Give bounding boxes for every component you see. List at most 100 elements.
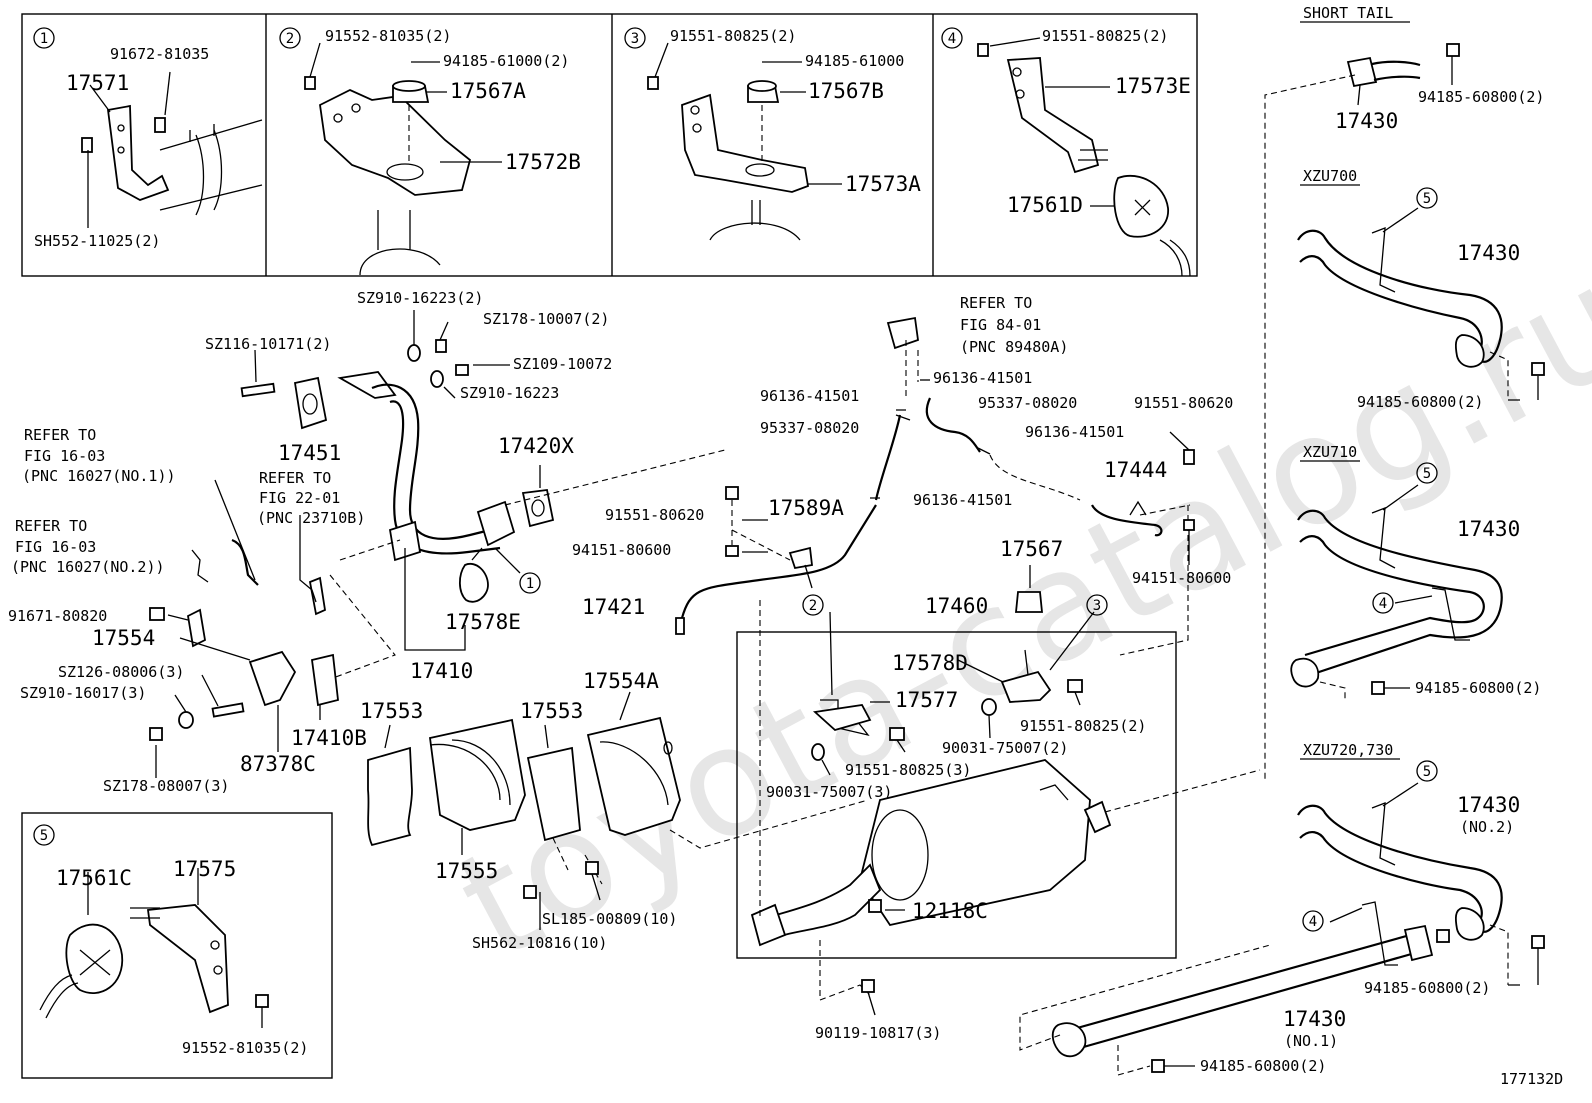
svg-text:2: 2 [286,31,294,47]
label-17561c: 17561C [56,866,132,890]
label-17553-left: 17553 [360,699,423,723]
label-sz109-10072: SZ109-10072 [513,355,612,373]
label-sz178-10007: SZ178-10007(2) [483,310,609,328]
label-17420x: 17420X [498,434,574,458]
label-17567b: 17567B [808,79,884,103]
label-12118c: 12118C [912,899,988,923]
label-17410: 17410 [410,659,473,683]
label-17430-no2: 17430 [1457,793,1520,817]
label-94185-60800-short: 94185-60800(2) [1418,88,1544,106]
label-96136-41501-d: 96136-41501 [913,491,1012,509]
label-17578d: 17578D [892,651,968,675]
label-sz126-08006: SZ126-08006(3) [58,663,184,681]
header-xzu710: XZU710 [1303,443,1357,461]
label-17553-right: 17553 [520,699,583,723]
label-90119-10817: 90119-10817(3) [815,1024,941,1042]
label-17577: 17577 [895,688,958,712]
tail-pipe-no1 [1019,901,1450,1076]
refer-fig16-1-line2: FIG 16-03 [24,447,105,465]
label-sl185-00809: SL185-00809(10) [542,910,677,928]
label-17410b: 17410B [291,726,367,750]
label-17555: 17555 [435,859,498,883]
label-91551-80620-right: 91551-80620 [1134,394,1233,412]
gasket-17420x [521,465,555,528]
svg-text:4: 4 [1309,914,1317,930]
refer-fig84-line2: FIG 84-01 [960,316,1041,334]
callout-5-xzu710: 5 [1416,462,1438,484]
sensors-left [191,479,326,616]
label-17554a: 17554A [583,669,659,693]
svg-text:3: 3 [1093,598,1101,614]
label-90031-75007-3: 90031-75007(3) [766,783,892,801]
label-sz910-16223-2: SZ910-16223(2) [357,289,483,307]
label-17573a: 17573A [845,172,921,196]
label-87378c: 87378C [240,752,316,776]
label-no1: (NO.1) [1284,1032,1338,1050]
label-91672-81035: 91672-81035 [110,45,209,63]
label-96136-41501-c: 96136-41501 [1025,423,1124,441]
label-94151-80600-right: 94151-80600 [1132,569,1231,587]
callout-5-xzu700: 5 [1416,187,1438,209]
label-17554: 17554 [92,626,155,650]
label-sz910-16017: SZ910-16017(3) [20,684,146,702]
label-17578e: 17578E [445,610,521,634]
label-17460: 17460 [925,594,988,618]
label-94185-60800-xzu700: 94185-60800(2) [1357,393,1483,411]
inset-1-drawing [81,71,263,228]
label-17421: 17421 [582,595,645,619]
svg-text:4: 4 [1379,596,1387,612]
mount-17567 [1015,565,1043,613]
label-17430-xzu700: 17430 [1457,241,1520,265]
refer-fig22-line2: FIG 22-01 [259,489,340,507]
svg-text:5: 5 [1423,764,1431,780]
label-17572b: 17572B [505,150,581,174]
label-17430-xzu710: 17430 [1457,517,1520,541]
inset-3-drawing [647,42,842,241]
tail-pipe-short [1264,43,1460,780]
label-94151-80600-left: 94151-80600 [572,541,671,559]
svg-text:5: 5 [1423,466,1431,482]
callout-4-xzu720: 4 [1302,910,1324,932]
svg-text:5: 5 [40,828,48,844]
label-96136-41501-b: 96136-41501 [760,387,859,405]
dash-line-a [504,449,726,506]
svg-text:5: 5 [1423,191,1431,207]
inset-5-drawing [39,868,269,1028]
label-17575: 17575 [173,857,236,881]
gasket-17451 [240,376,328,430]
svg-text:4: 4 [948,31,956,47]
refer-fig16-2-line3: (PNC 16027(NO.2)) [11,558,165,576]
dash-line-b [329,539,401,679]
label-91552-81035: 91552-81035(2) [325,27,451,45]
label-95337-08020-a: 95337-08020 [978,394,1077,412]
label-17589a: 17589A [768,496,844,520]
inset-frames [21,13,1198,1079]
label-91551-80825-3: 91551-80825(3) [845,761,971,779]
muffler-assembly-17460 [750,600,1261,1016]
svg-text:1: 1 [40,31,48,47]
inset-4-drawing [977,37,1191,277]
catalyst-bricks [367,691,869,930]
bracket-87378c [149,607,339,778]
label-sh552-11025: SH552-11025(2) [34,232,160,250]
refer-fig22-line3: (PNC 23710B) [257,509,365,527]
refer-fig84-line1: REFER TO [960,294,1032,312]
refer-fig16-1-line1: REFER TO [24,426,96,444]
label-17451: 17451 [278,441,341,465]
inset-2-drawing [304,42,502,276]
label-91551-80620-left: 91551-80620 [605,506,704,524]
inset-number-2: 2 [279,27,301,49]
svg-text:1: 1 [526,576,534,592]
label-17430-no1: 17430 [1283,1007,1346,1031]
label-94185-60800-xzu720: 94185-60800(2) [1364,979,1490,997]
inset-number-5: 5 [33,824,55,846]
diagram-id: 177132D [1500,1070,1563,1088]
label-sz116-10171: SZ116-10171(2) [205,335,331,353]
label-17444: 17444 [1104,458,1167,482]
fasteners-top-center [254,310,510,399]
callout-2-main: 2 [802,594,824,616]
refer-fig84-line3: (PNC 89480A) [960,338,1068,356]
label-90031-75007-2: 90031-75007(2) [942,739,1068,757]
